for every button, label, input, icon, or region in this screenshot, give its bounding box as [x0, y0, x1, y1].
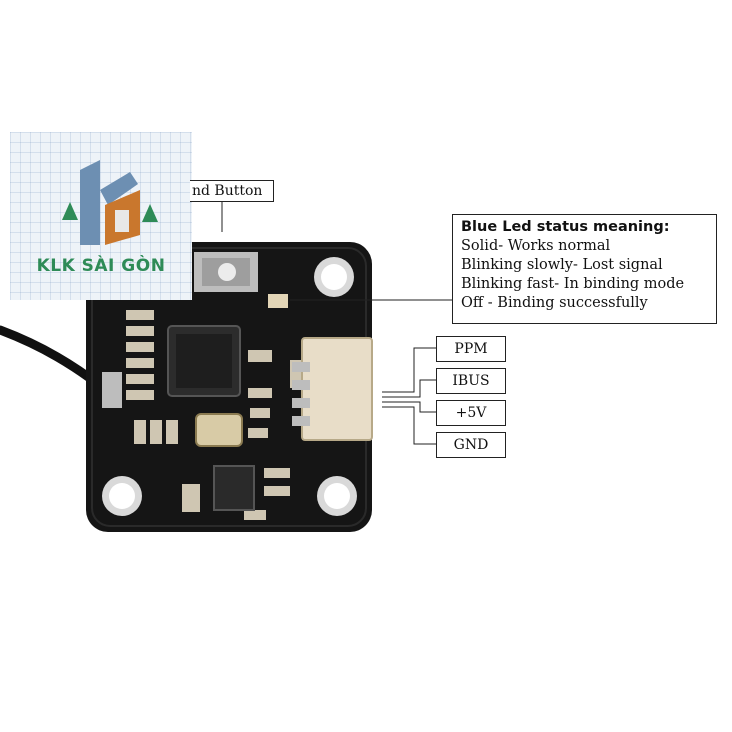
pin-label-ibus: IBUS [436, 368, 506, 394]
status-led [268, 294, 288, 308]
pin-label-ppm: PPM [436, 336, 506, 362]
legend-line-blinking-fast: Blinking fast- In binding mode [461, 276, 685, 292]
led-status-legend: Blue Led status meaning: Solid- Works no… [452, 214, 717, 324]
passive-components [126, 310, 304, 520]
antenna-pad [102, 372, 122, 408]
pin-label-5v: +5V [436, 400, 506, 426]
legend-title: Blue Led status meaning: [461, 219, 670, 235]
bind-button-label: nd Button [190, 180, 274, 202]
watermark-logo: KLK SÀI GÒN [10, 132, 192, 300]
pin-label-gnd: GND [436, 432, 506, 458]
house-logo-icon [62, 160, 158, 245]
bind-button-switch [194, 252, 258, 292]
legend-line-blinking-slow: Blinking slowly- Lost signal [461, 257, 663, 273]
crystal [195, 413, 243, 447]
mounting-holes [102, 257, 357, 516]
voltage-regulator [213, 465, 255, 511]
watermark-brand: KLK SÀI GÒN [36, 256, 166, 276]
legend-line-solid: Solid- Works normal [461, 238, 611, 254]
legend-line-off: Off - Binding successfully [461, 295, 648, 311]
callout-lines [221, 202, 452, 445]
pin-connector [292, 337, 373, 441]
